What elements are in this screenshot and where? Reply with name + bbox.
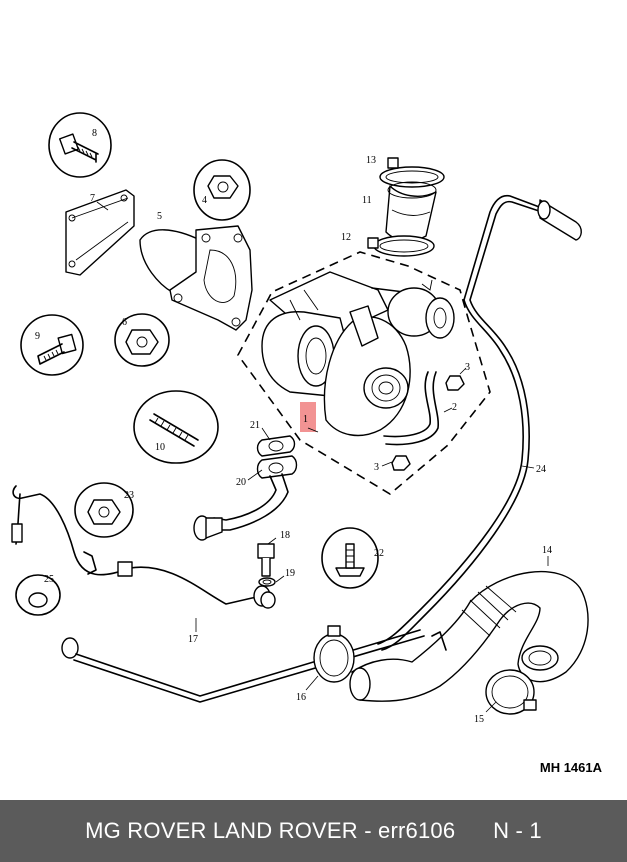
callout-20: 20 (236, 477, 246, 488)
callout-24: 24 (536, 464, 546, 475)
callout-13: 13 (366, 155, 376, 166)
exploded-parts-diagram: 8 7 4 5 9 6 (11, 112, 589, 725)
part-4-nut (193, 159, 251, 221)
part-2-drain-hose (383, 371, 439, 446)
callout-3a: 3 (465, 362, 470, 373)
part-16-hose-clip (313, 625, 355, 683)
part-7-bracket (65, 189, 135, 276)
callout-17: 17 (188, 634, 198, 645)
callout-8: 8 (92, 128, 97, 139)
callout-12: 12 (341, 232, 351, 243)
callout-3b: 3 (374, 462, 379, 473)
callout-9: 9 (35, 331, 40, 342)
callout-10: 10 (155, 442, 165, 453)
part-3-nut-lower (391, 455, 411, 471)
part-12-hose-clip (367, 235, 435, 257)
callout-6: 6 (122, 317, 127, 328)
callout-16: 16 (296, 692, 306, 703)
footer-page: N - 1 (493, 818, 542, 843)
part-11-hose (385, 181, 437, 242)
callout-2: 2 (452, 402, 457, 413)
callout-18: 18 (280, 530, 290, 541)
callout-4: 4 (202, 195, 207, 206)
callout-5: 5 (157, 211, 162, 222)
assembly-boundary (237, 251, 491, 495)
callout-19: 19 (285, 568, 295, 579)
part-15-hose-clip (485, 669, 537, 715)
part-20-elbow-pipe (193, 455, 298, 541)
part-25-o-ring (15, 574, 61, 616)
part-13-hose-clip (379, 157, 445, 188)
part-14-intake-hose (349, 570, 589, 702)
callout-11: 11 (362, 195, 372, 206)
footer-title: MG ROVER LAND ROVER - err6106 (85, 818, 456, 843)
callout-1: 1 (303, 414, 308, 425)
part-3-nut-upper (445, 375, 465, 391)
part-9-bolt (20, 314, 84, 376)
part-1-turbocharger (261, 271, 455, 437)
part-8-bolt (48, 112, 112, 178)
part-19-washer (258, 577, 276, 587)
part-6-nut (114, 313, 170, 367)
callout-21: 21 (250, 420, 260, 431)
part-21-gasket (256, 435, 296, 457)
callout-23: 23 (124, 490, 134, 501)
part-22-bolt (321, 527, 379, 589)
callout-1-highlight (300, 402, 316, 432)
callout-14: 14 (542, 545, 552, 556)
callout-7: 7 (90, 193, 95, 204)
callout-15: 15 (474, 714, 484, 725)
part-18-banjo-bolt (257, 543, 275, 577)
footer-bar: MG ROVER LAND ROVER - err6106 N - 1 (0, 800, 627, 862)
callout-25: 25 (44, 574, 54, 585)
diagram-reference-code: MH 1461A (539, 760, 602, 775)
part-5-elbow-pipe (139, 225, 253, 331)
part-23-nut (74, 482, 134, 538)
part-17-oil-pipe (11, 485, 276, 609)
callout-22: 22 (374, 548, 384, 559)
part-24-long-pipe (377, 194, 582, 651)
part-10-stud (133, 390, 219, 464)
footer-spacer (455, 818, 493, 844)
